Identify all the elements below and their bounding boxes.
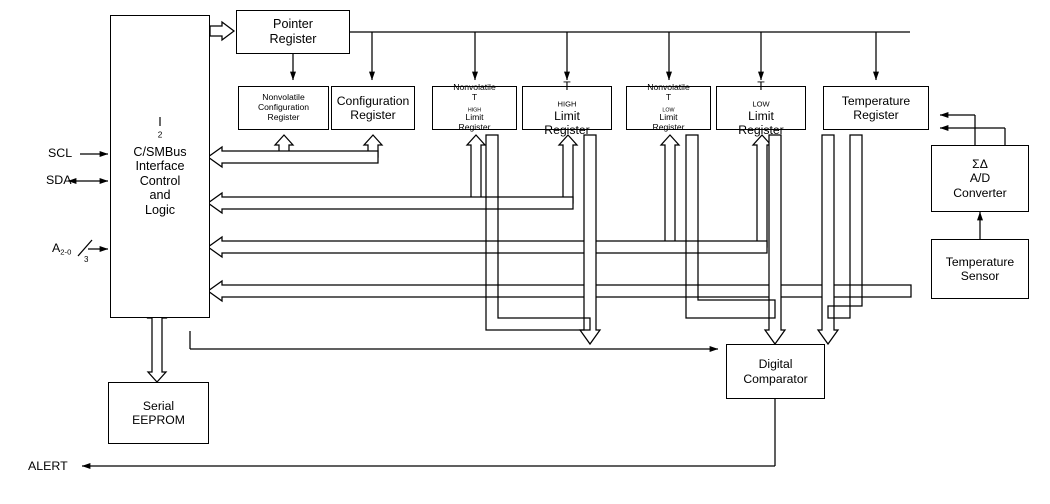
- block-serial-eeprom[interactable]: Serial EEPROM: [108, 382, 209, 444]
- eeprom-line2: EEPROM: [132, 413, 185, 427]
- bus-width-label-3: 3: [84, 255, 89, 264]
- pointer-line1: Pointer: [273, 17, 313, 32]
- interface-line3: Control: [139, 173, 181, 188]
- pin-label-sda: SDA: [46, 173, 72, 187]
- block-nonvolatile-configuration-register[interactable]: Nonvolatile Configuration Register: [238, 86, 329, 130]
- nv-tlow-line3: Register: [652, 122, 685, 133]
- nv-thigh-line3: Register: [458, 122, 491, 133]
- block-sigma-delta-adc[interactable]: ΣΔ A/D Converter: [931, 145, 1029, 212]
- nv-config-line3: Register: [267, 111, 300, 122]
- tlow-line2: Register: [738, 123, 784, 138]
- sensor-line1: Temperature: [945, 254, 1015, 269]
- block-configuration-register[interactable]: Configuration Register: [331, 86, 415, 130]
- comparator-line1: Digital: [758, 357, 793, 372]
- comparator-line2: Comparator: [743, 371, 808, 386]
- block-temperature-sensor[interactable]: Temperature Sensor: [931, 239, 1029, 299]
- temp-reg-line2: Register: [853, 108, 899, 122]
- pin-label-address: A2-0: [52, 241, 72, 257]
- nv-config-line2: Configuration: [257, 102, 310, 113]
- pointer-line2: Register: [269, 32, 317, 46]
- interface-line5: Logic: [144, 202, 176, 217]
- adc-line3: Converter: [953, 185, 1007, 200]
- interface-line4: and: [149, 188, 171, 203]
- block-temperature-register[interactable]: Temperature Register: [823, 86, 929, 130]
- adc-line1: ΣΔ: [972, 157, 988, 172]
- pin-label-alert: ALERT: [28, 459, 68, 473]
- sensor-line2: Sensor: [960, 269, 1000, 283]
- nv-config-line1: Nonvolatile: [262, 92, 305, 103]
- interface-line2: Interface: [135, 159, 185, 174]
- eeprom-line1: Serial: [142, 398, 175, 413]
- thigh-line2: Register: [544, 123, 590, 138]
- nv-tlow-line1: Nonvolatile: [647, 81, 690, 92]
- config-line2: Register: [350, 108, 396, 122]
- temp-reg-line1: Temperature: [841, 93, 911, 108]
- block-pointer-register[interactable]: Pointer Register: [236, 10, 350, 54]
- config-line1: Configuration: [336, 93, 410, 108]
- nv-thigh-line1: Nonvolatile: [453, 81, 496, 92]
- block-digital-comparator[interactable]: Digital Comparator: [726, 344, 825, 399]
- pin-label-scl: SCL: [48, 146, 73, 160]
- adc-line2: A/D: [969, 171, 991, 186]
